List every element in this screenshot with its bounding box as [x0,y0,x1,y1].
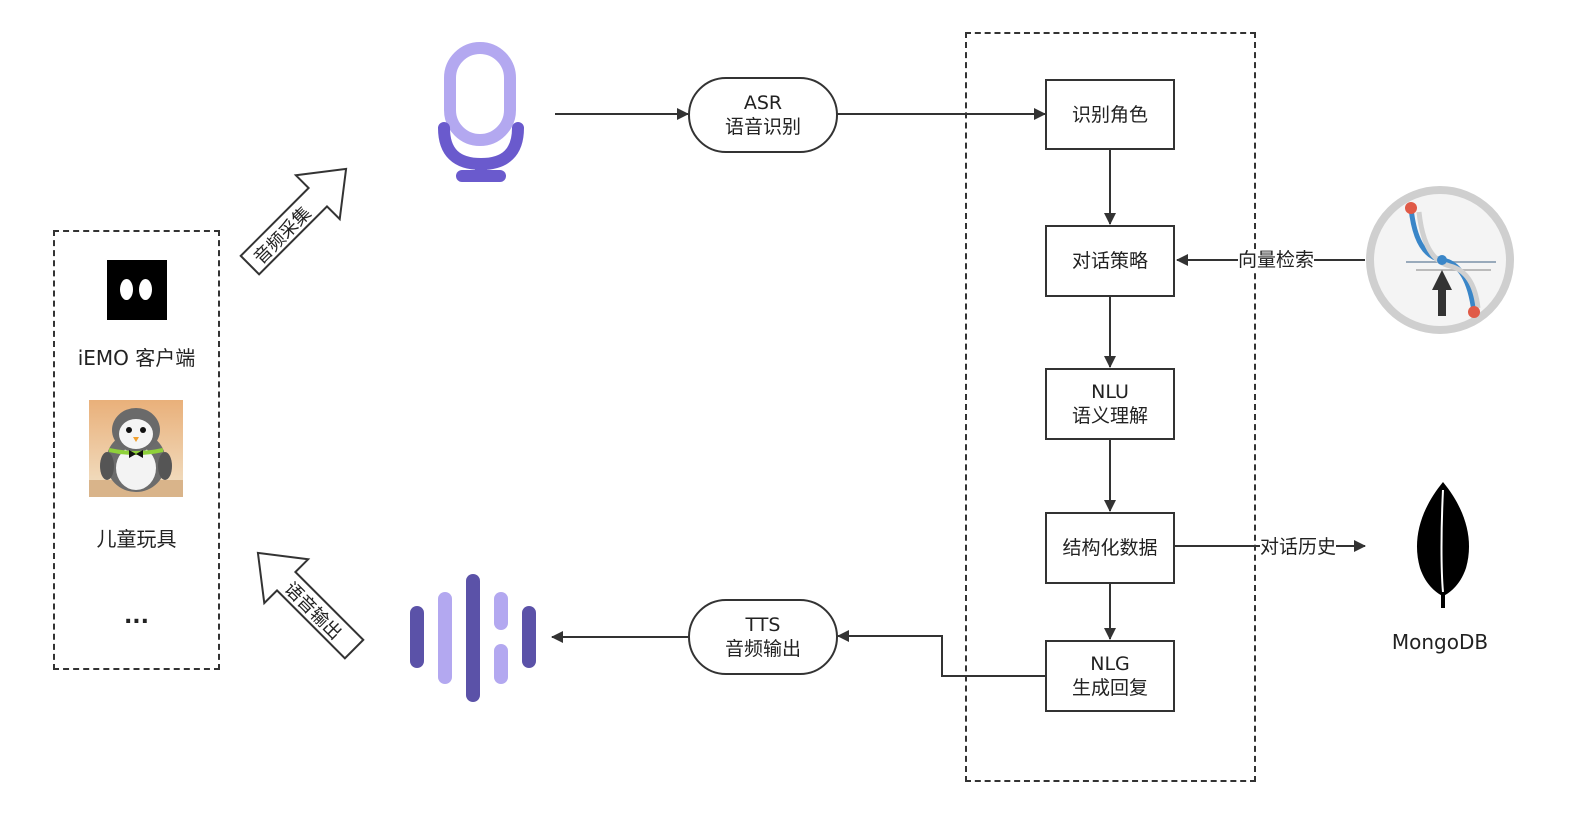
role-recognition-node: 识别角色 [1045,79,1175,150]
nlg-title: NLG [1090,653,1130,675]
pipeline-group [965,32,1256,782]
dialog-strategy-node: 对话策略 [1045,225,1175,297]
mongodb-leaf-icon [1410,480,1476,610]
microphone-icon [438,42,524,184]
iemo-logo-icon [107,260,167,320]
vector-search-icon [1366,186,1514,334]
role-recognition-label: 识别角色 [1071,103,1148,126]
toy-client-label: 儿童玩具 [96,527,177,551]
iemo-client-label: iEMO 客户端 [77,346,196,370]
nlg-subtitle: 生成回复 [1071,677,1148,699]
nlu-node: NLU 语义理解 [1045,368,1175,440]
nlu-title: NLU [1091,381,1129,403]
client-group [53,230,220,670]
nlu-subtitle: 语义理解 [1071,405,1148,427]
nlg-node: NLG 生成回复 [1045,640,1175,712]
structured-data-node: 结构化数据 [1045,512,1175,584]
vector-search-edge-label: 向量检索 [1238,249,1315,271]
dialog-strategy-label: 对话策略 [1071,250,1148,272]
tts-title: TTS [745,614,781,636]
asr-subtitle: 语音识别 [724,116,801,138]
asr-node: ASR 语音识别 [688,77,838,153]
tts-node: TTS 音频输出 [688,599,838,675]
sound-wave-icon [408,572,538,704]
structured-data-label: 结构化数据 [1062,537,1158,559]
tts-subtitle: 音频输出 [724,638,801,660]
more-clients-ellipsis: ... [123,604,150,629]
penguin-toy-icon [89,400,183,497]
mongodb-label: MongoDB [1391,630,1489,654]
asr-title: ASR [743,92,783,114]
edge-nlg-tts [837,630,1045,677]
dialog-history-edge-label: 对话历史 [1260,536,1337,558]
